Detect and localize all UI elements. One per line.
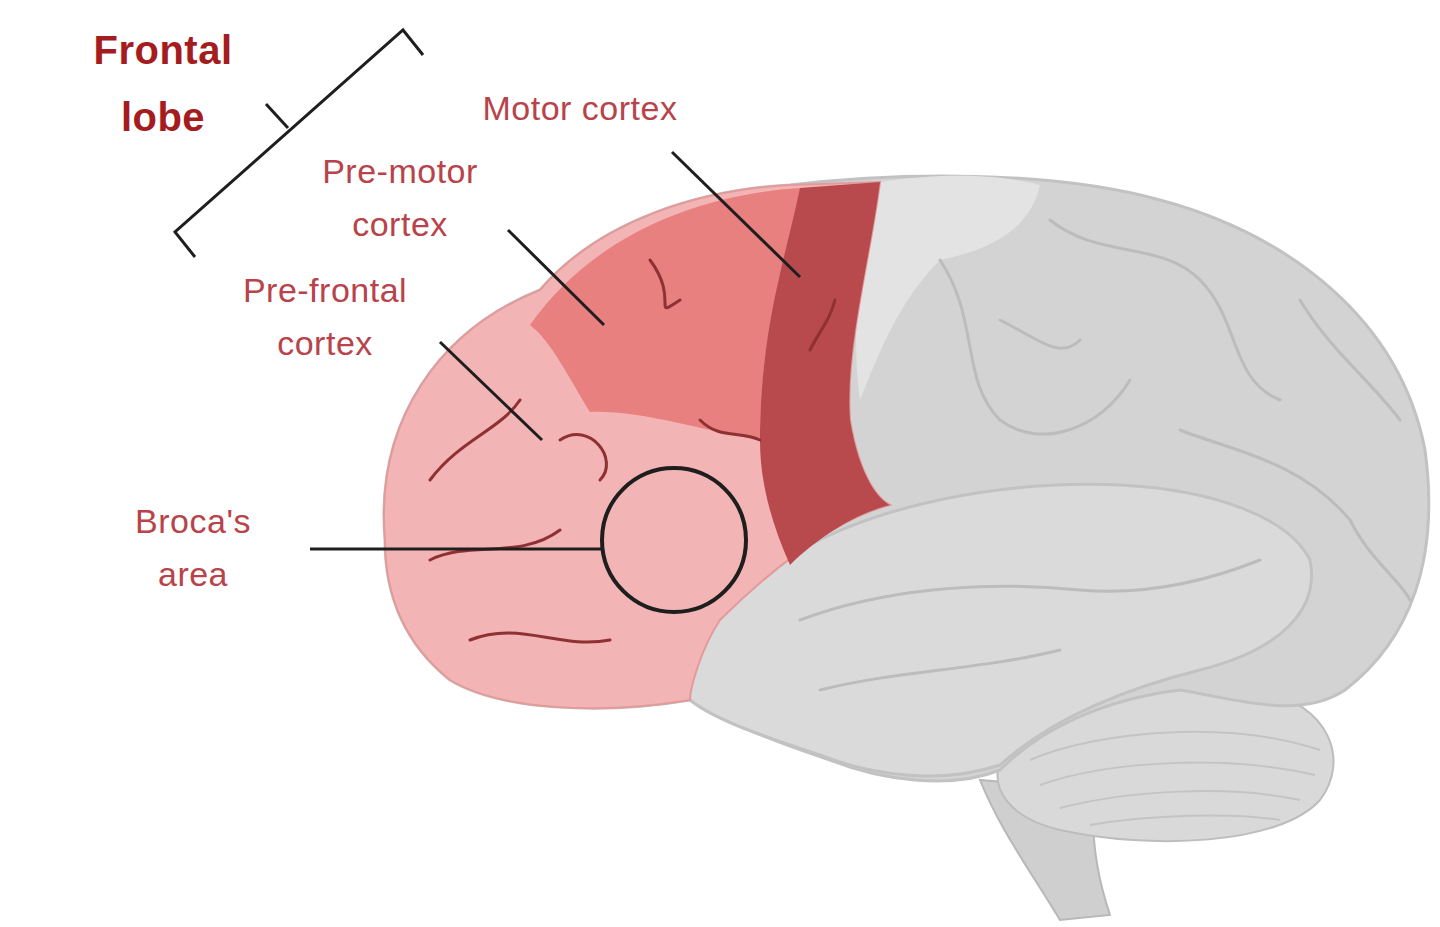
prefrontal-region xyxy=(384,182,890,708)
gyri-lines xyxy=(800,220,1410,690)
broca-circle xyxy=(602,468,746,612)
part-label: Motor cortex xyxy=(483,82,678,135)
motor-region xyxy=(760,182,890,565)
frontal-folds xyxy=(430,260,835,642)
part-label: Broca's area xyxy=(113,495,273,601)
part-label: Pre-motor cortex xyxy=(290,145,510,251)
group-label: Frontal lobe xyxy=(63,17,263,151)
cerebellum-folds xyxy=(1030,732,1320,825)
parietal-area xyxy=(856,176,1040,400)
part-label: Pre-frontal cortex xyxy=(205,264,445,370)
cerebrum xyxy=(384,176,1429,781)
